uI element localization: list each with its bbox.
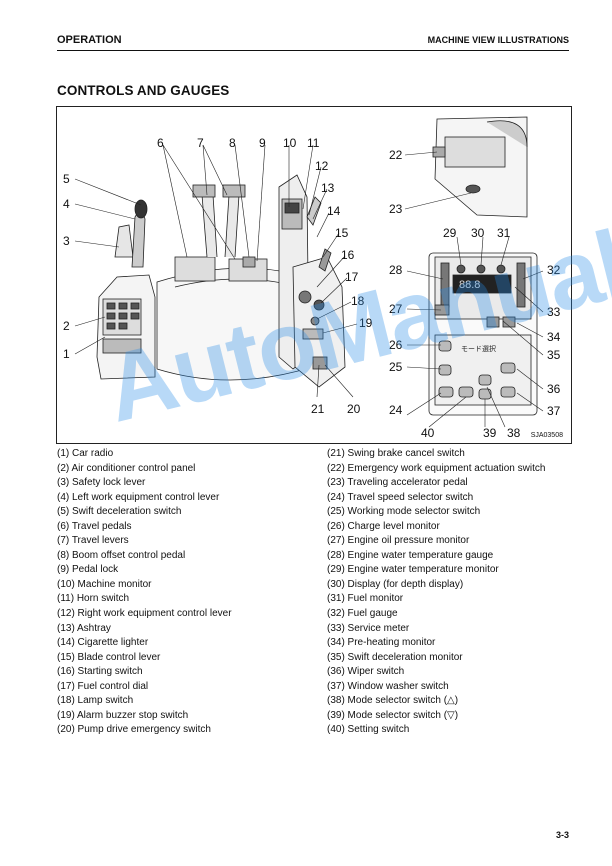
- callout-1: 1: [63, 347, 70, 361]
- callout-24: 24: [389, 403, 403, 417]
- page-number: 3-3: [555, 830, 569, 840]
- callout-30: 30: [471, 226, 485, 240]
- callout-3: 3: [63, 234, 70, 248]
- callout-19: 19: [359, 316, 373, 330]
- callout-39: 39: [483, 426, 497, 440]
- callout-22: 22: [389, 148, 403, 162]
- callout-2: 2: [63, 319, 70, 333]
- legend-item: (5) Swift deceleration switch: [57, 506, 182, 518]
- callout-40: 40: [421, 426, 435, 440]
- callout-9: 9: [259, 136, 266, 150]
- operator-seat: [156, 184, 313, 381]
- legend-item: (29) Engine water temperature monitor: [327, 564, 499, 576]
- callout-10: 10: [283, 136, 297, 150]
- legend-item: (12) Right work equipment control lever: [57, 608, 232, 620]
- legend-item: (30) Display (for depth display): [327, 578, 464, 590]
- right-console: [278, 174, 346, 388]
- legend-item: (4) Left work equipment control lever: [57, 491, 220, 503]
- legend-item: (9) Pedal lock: [57, 564, 119, 576]
- svg-text:88.8: 88.8: [459, 279, 480, 291]
- legend-item: (34) Pre-heating monitor: [327, 637, 436, 649]
- top-right-view: [432, 116, 528, 218]
- callout-8: 8: [229, 136, 236, 150]
- legend-item: (38) Mode selector switch (△): [327, 695, 459, 707]
- legend-item: (32) Fuel gauge: [327, 608, 398, 620]
- legend-right-column: (21) Swing brake cancel switch (22) Emerg…: [327, 447, 545, 738]
- page-header: OPERATION MACHINE VIEW ILLUSTRATIONS: [57, 33, 569, 51]
- legend-item: (27) Engine oil pressure monitor: [327, 535, 470, 547]
- legend-item: (18) Lamp switch: [57, 695, 134, 707]
- legend-item: (26) Charge level monitor: [327, 520, 440, 532]
- legend-item: (3) Safety lock lever: [57, 477, 146, 489]
- callout-5: 5: [63, 172, 70, 186]
- legend-item: (22) Emergency work equipment actuation …: [327, 462, 546, 474]
- legend-item: (39) Mode selector switch (▽): [327, 709, 459, 721]
- legend-item: (1) Car radio: [57, 448, 114, 459]
- legend-item: (2) Air conditioner control panel: [57, 462, 196, 474]
- callout-13: 13: [321, 181, 335, 195]
- legend-left-column: (1) Car radio (2) Air conditioner control…: [57, 447, 232, 738]
- callout-18: 18: [351, 294, 365, 308]
- leader-lines: [74, 144, 544, 428]
- section-title: CONTROLS AND GAUGES: [57, 83, 230, 98]
- legend-item: (21) Swing brake cancel switch: [327, 448, 465, 459]
- callout-29: 29: [443, 226, 457, 240]
- legend-item: (8) Boom offset control pedal: [57, 549, 186, 561]
- callout-16: 16: [341, 248, 355, 262]
- legend-item: (7) Travel levers: [57, 535, 129, 547]
- legend-item: (15) Blade control lever: [57, 651, 161, 663]
- callout-34: 34: [547, 330, 561, 344]
- left-console: [96, 199, 156, 380]
- callout-7: 7: [197, 136, 204, 150]
- callout-numbers: 1 2 3 4 5 6 7 8 9 10 11 12 13 14 15 16 1…: [63, 136, 561, 440]
- legend-item: (33) Service meter: [327, 622, 410, 634]
- legend-item: (23) Traveling accelerator pedal: [327, 477, 468, 489]
- figure-code: SJA03508: [530, 432, 563, 439]
- legend-item: (10) Machine monitor: [57, 578, 152, 590]
- callout-25: 25: [389, 360, 403, 374]
- callout-32: 32: [547, 263, 561, 277]
- callout-35: 35: [547, 348, 561, 362]
- callout-23: 23: [389, 202, 403, 216]
- callout-6: 6: [157, 136, 164, 150]
- callout-20: 20: [347, 402, 361, 416]
- controls-illustration: 88.8 モード選択: [56, 106, 572, 444]
- callout-15: 15: [335, 226, 349, 240]
- header-chapter-label: MACHINE VIEW ILLUSTRATIONS: [427, 35, 569, 45]
- legend-item: (13) Ashtray: [57, 622, 111, 634]
- callout-12: 12: [315, 159, 329, 173]
- callout-38: 38: [507, 426, 521, 440]
- legend-item: (6) Travel pedals: [57, 520, 132, 532]
- callout-36: 36: [547, 382, 561, 396]
- callout-21: 21: [311, 402, 325, 416]
- legend-item: (37) Window washer switch: [327, 680, 449, 692]
- callout-37: 37: [547, 404, 561, 418]
- legend-item: (19) Alarm buzzer stop switch: [57, 709, 189, 721]
- legend-item: (31) Fuel monitor: [327, 593, 404, 605]
- callout-33: 33: [547, 305, 561, 319]
- callout-14: 14: [327, 204, 341, 218]
- callout-4: 4: [63, 197, 70, 211]
- callout-28: 28: [389, 263, 403, 277]
- legend-item: (28) Engine water temperature gauge: [327, 549, 494, 561]
- legend-item: (20) Pump drive emergency switch: [57, 724, 211, 736]
- legend-item: (25) Working mode selector switch: [327, 506, 481, 518]
- legend-item: (36) Wiper switch: [327, 666, 405, 678]
- legend-item: (40) Setting switch: [327, 724, 410, 736]
- callout-17: 17: [345, 270, 359, 284]
- callout-26: 26: [389, 338, 403, 352]
- legend-item: (24) Travel speed selector switch: [327, 491, 474, 503]
- legend-item: (16) Starting switch: [57, 666, 143, 678]
- callout-31: 31: [497, 226, 511, 240]
- callout-11: 11: [307, 136, 320, 150]
- legend-item: (11) Horn switch: [57, 593, 130, 605]
- monitor-panel: 88.8 モード選択: [428, 252, 538, 416]
- legend-item: (35) Swift deceleration monitor: [327, 651, 463, 663]
- svg-text:モード選択: モード選択: [461, 344, 496, 353]
- header-section-label: OPERATION: [57, 34, 122, 46]
- cab-drawing: 88.8 モード選択: [63, 116, 561, 440]
- legend-item: (14) Cigarette lighter: [57, 637, 149, 649]
- callout-27: 27: [389, 302, 403, 316]
- legend-item: (17) Fuel control dial: [57, 680, 149, 692]
